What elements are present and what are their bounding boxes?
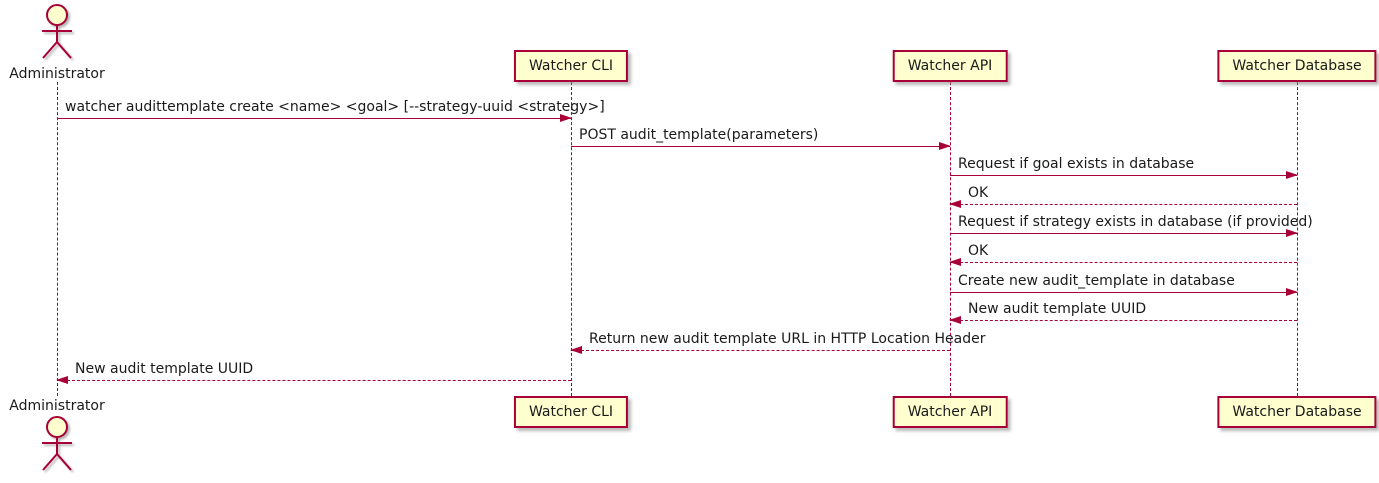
arrowhead-icon [560, 114, 572, 122]
participant-box: Watcher API [892, 396, 1008, 428]
lifeline [57, 82, 58, 396]
message-line [950, 292, 1297, 293]
message-label: Return new audit template URL in HTTP Lo… [589, 331, 986, 347]
message-label: POST audit_template(parameters) [579, 127, 819, 143]
participant-box: Watcher API [892, 50, 1008, 82]
message-line [950, 175, 1297, 176]
message-line [57, 118, 571, 119]
actor-label: Administrator [9, 66, 105, 82]
lifeline [950, 82, 951, 396]
arrowhead-icon [570, 346, 582, 354]
lifeline [1297, 82, 1298, 396]
message-label: New audit template UUID [968, 301, 1147, 317]
message-label: Create new audit_template in database [958, 273, 1235, 289]
message-label: New audit template UUID [75, 361, 254, 377]
message-line [57, 380, 571, 381]
actor-icon [35, 416, 79, 478]
actor-icon [35, 4, 79, 66]
message-label: OK [968, 243, 989, 259]
arrowhead-icon [939, 142, 951, 150]
participant-box: Watcher Database [1217, 50, 1377, 82]
arrowhead-icon [949, 258, 961, 266]
arrowhead-icon [949, 316, 961, 324]
message-label: watcher audittemplate create <name> <goa… [65, 99, 605, 115]
arrowhead-icon [1286, 171, 1298, 179]
message-label: Request if goal exists in database [958, 156, 1195, 172]
message-line [571, 350, 950, 351]
arrowhead-icon [56, 376, 68, 384]
participant-box: Watcher CLI [513, 50, 629, 82]
actor-label: Administrator [9, 398, 105, 414]
message-label: Request if strategy exists in database (… [958, 214, 1313, 230]
arrowhead-icon [949, 200, 961, 208]
message-line [950, 262, 1297, 263]
participant-box: Watcher CLI [513, 396, 629, 428]
participant-box: Watcher Database [1217, 396, 1377, 428]
lifeline [571, 82, 572, 396]
message-label: OK [968, 185, 989, 201]
message-line [950, 320, 1297, 321]
message-line [950, 204, 1297, 205]
arrowhead-icon [1286, 288, 1298, 296]
message-line [950, 233, 1297, 234]
arrowhead-icon [1286, 229, 1298, 237]
message-line [571, 146, 950, 147]
